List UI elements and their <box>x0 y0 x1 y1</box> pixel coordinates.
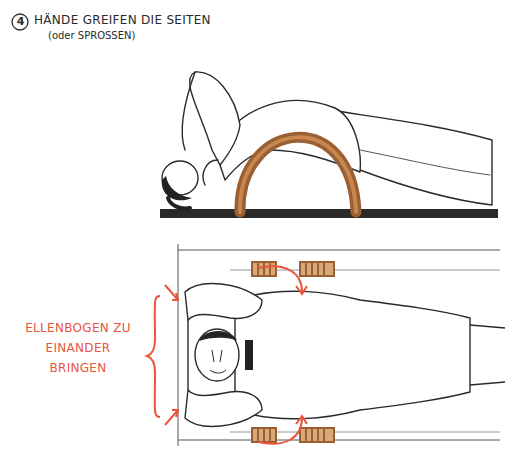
subheading: (oder SPROSSEN) <box>48 30 135 41</box>
hair <box>162 176 192 200</box>
frame-line <box>178 250 500 251</box>
frame-line <box>178 440 500 441</box>
number-ring <box>12 14 28 30</box>
callout-number: 4 <box>16 15 25 28</box>
forearm <box>182 72 195 150</box>
back-arch <box>240 137 356 212</box>
side-view <box>160 72 498 218</box>
hand <box>203 160 218 185</box>
back-arch-highlight <box>240 137 356 212</box>
hair-end <box>168 198 190 208</box>
leg-line <box>360 150 490 175</box>
red-arrows <box>147 266 307 443</box>
top-view <box>147 244 505 446</box>
heading: HÄNDE GREIFEN DIE SEITEN <box>34 13 211 27</box>
frame-line <box>178 244 179 446</box>
instruction-note: ELLENBOGEN ZU EINANDER BRINGEN <box>22 318 134 378</box>
body-top <box>185 284 505 427</box>
floor-mat <box>160 209 498 218</box>
upper-arm <box>190 72 240 165</box>
